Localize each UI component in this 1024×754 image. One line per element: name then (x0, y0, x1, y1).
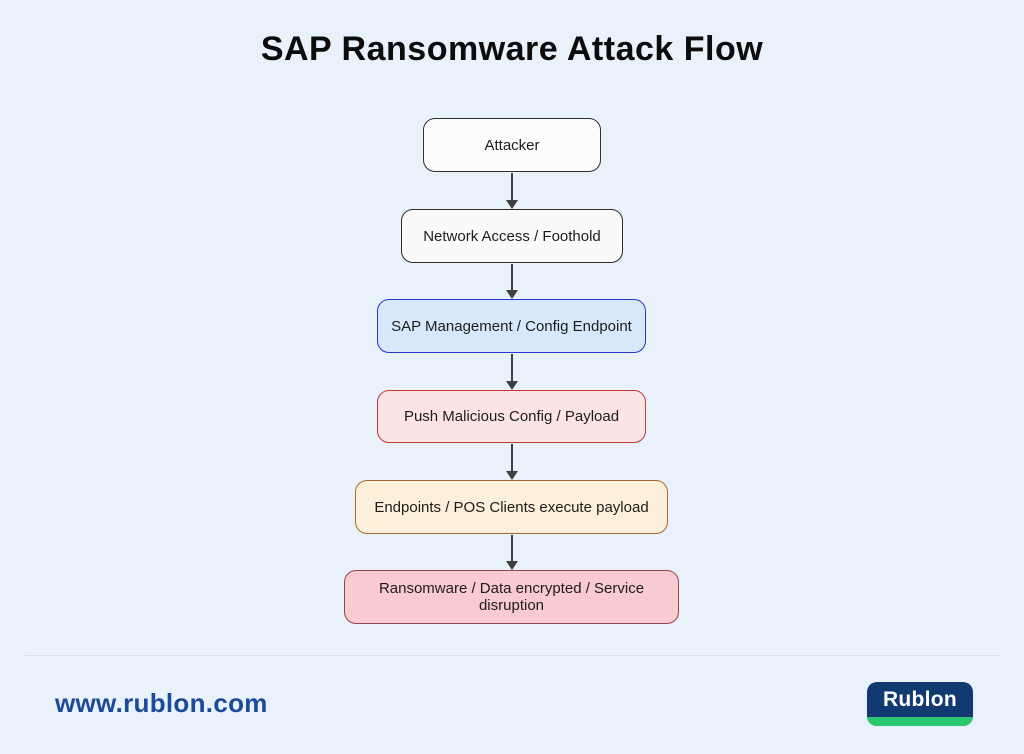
rublon-logo: Rublon (867, 682, 973, 726)
arrow-shaft (511, 535, 513, 562)
flow-node-label: Push Malicious Config / Payload (403, 408, 620, 425)
flow-node-label: Ransomware / Data encrypted / Service di… (378, 580, 645, 614)
flow-arrow-push-to-endpoints (506, 444, 518, 480)
flow-node-label: SAP Management / Config Endpoint (391, 317, 632, 335)
flow-arrow-sap-to-push (506, 354, 518, 390)
flow-arrow-endpoints-to-ransomware (506, 535, 518, 570)
page-title: SAP Ransomware Attack Flow (260, 30, 764, 68)
arrow-head-icon (506, 200, 518, 209)
arrow-shaft (511, 173, 513, 201)
rublon-logo-green-strip (867, 717, 973, 726)
rublon-logo-text: Rublon (882, 687, 958, 711)
flow-node-push-config: Push Malicious Config / Payload (377, 390, 646, 443)
flow-arrow-attacker-to-network (506, 173, 518, 209)
flow-node-endpoints-execute: Endpoints / POS Clients execute payload (355, 480, 668, 534)
flow-node-network-access: Network Access / Foothold (401, 209, 623, 263)
arrow-head-icon (506, 381, 518, 390)
flow-node-sap-endpoint: SAP Management / Config Endpoint (377, 299, 646, 353)
footer-divider (25, 655, 1000, 656)
arrow-head-icon (506, 561, 518, 570)
flow-node-ransomware-impact: Ransomware / Data encrypted / Service di… (344, 570, 679, 624)
arrow-head-icon (506, 471, 518, 480)
flow-node-label: Endpoints / POS Clients execute payload (374, 498, 649, 516)
flow-node-attacker: Attacker (423, 118, 601, 172)
arrow-shaft (511, 444, 513, 472)
arrow-shaft (511, 264, 513, 291)
arrow-head-icon (506, 290, 518, 299)
flow-arrow-network-to-sap (506, 264, 518, 299)
footer-website-url: www.rublon.com (55, 688, 268, 718)
flow-node-label: Network Access / Foothold (423, 227, 601, 245)
flow-node-label: Attacker (484, 136, 540, 154)
arrow-shaft (511, 354, 513, 382)
